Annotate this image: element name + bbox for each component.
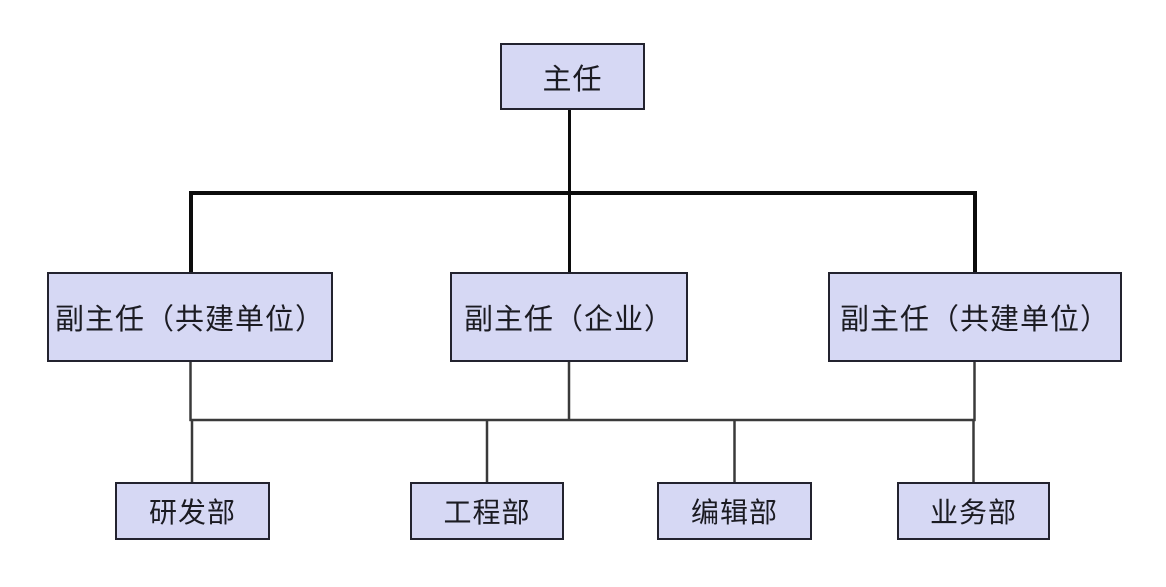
node-director: 主任 [500,43,645,110]
node-deputy-cobuild-right: 副主任（共建单位） [828,272,1122,362]
node-dept-rd-label: 研发部 [148,497,236,528]
node-dept-editorial: 编辑部 [657,482,812,540]
node-dept-business-label: 业务部 [929,497,1017,528]
node-deputy-cobuild-right-label: 副主任（共建单位） [839,304,1110,336]
node-director-label: 主任 [542,63,603,96]
node-deputy-enterprise: 副主任（企业） [450,272,688,362]
node-dept-editorial-label: 编辑部 [690,497,778,528]
node-deputy-cobuild-left-label: 副主任（共建单位） [54,304,325,336]
node-dept-engineering: 工程部 [410,482,564,540]
node-dept-engineering-label: 工程部 [443,497,531,528]
node-deputy-enterprise-label: 副主任（企业） [463,304,674,336]
node-deputy-cobuild-left: 副主任（共建单位） [47,272,333,362]
node-dept-business: 业务部 [897,482,1050,540]
node-dept-rd: 研发部 [115,482,270,540]
